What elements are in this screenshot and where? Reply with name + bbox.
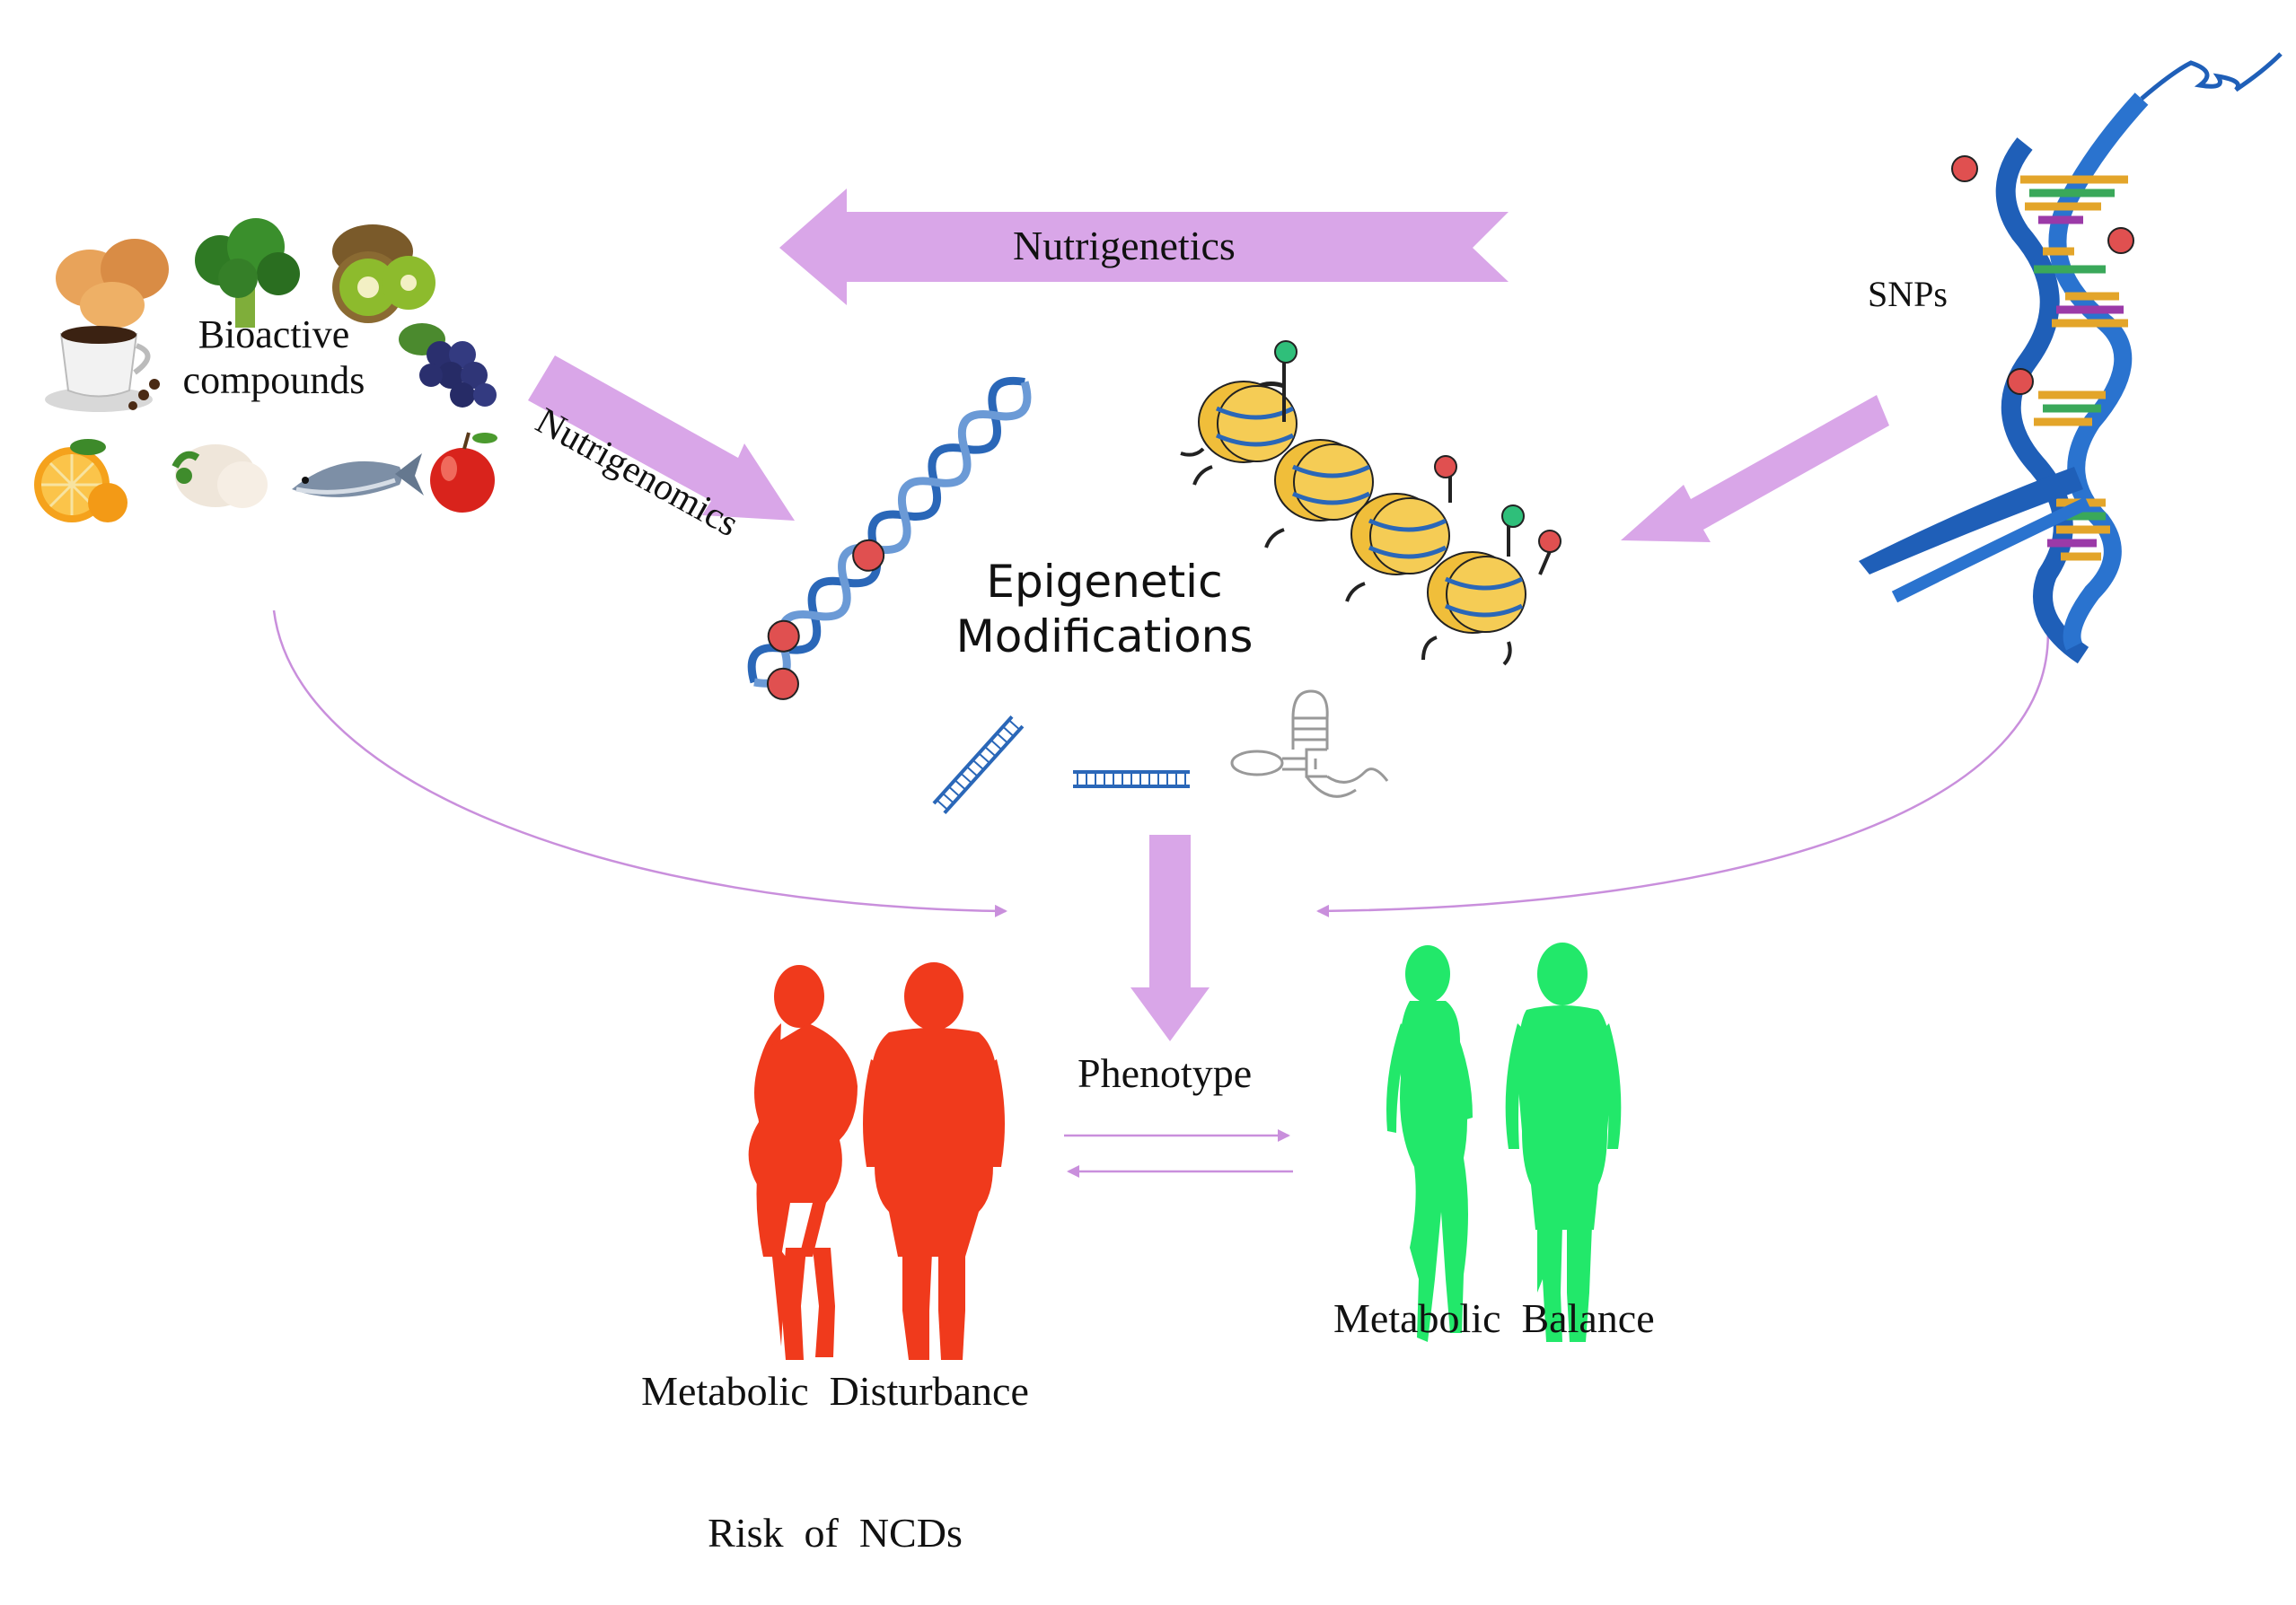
snps-label: SNPs: [1868, 274, 1948, 314]
disturbance-line-1: Metabolic Disturbance: [641, 1367, 1029, 1414]
male-silhouette-disturbance: [863, 962, 1005, 1360]
garlic-icon: [172, 444, 268, 508]
dna-helix-icon: [747, 376, 1032, 700]
epigenetic-modifications-label: Epigenetic Modifications: [916, 555, 1293, 664]
snps-to-phenotype-curve: [1316, 618, 2050, 917]
bioactive-line-1: Bioactive: [198, 312, 350, 356]
bioactive-compounds-label: Bioactive compounds: [157, 312, 391, 403]
coffee-icon: [45, 326, 160, 412]
diagram-canvas: [34, 52, 2283, 1360]
orange-icon: [34, 439, 128, 522]
snps-arrow: [1621, 395, 1889, 542]
bioactive-to-phenotype-curve: [272, 610, 1007, 917]
broccoli-icon: [195, 218, 300, 328]
kiwi-icon: [332, 224, 435, 323]
nutrigenomics-diagram: Bioactive compounds Nutrigenetics Nutrig…: [34, 52, 2283, 1556]
disturbance-line-2: Risk of NCDs: [708, 1510, 963, 1557]
grapes-icon: [399, 323, 497, 408]
nutrigenetics-label: Nutrigenetics: [1013, 223, 1236, 268]
nucleosome-icon: [1180, 340, 1561, 666]
nutrigenetics-arrow: [779, 189, 1509, 305]
metabolic-disturbance-label: Metabolic Disturbance Risk of NCDs: [611, 1273, 1060, 1605]
nutrigenomics-arrow: [528, 355, 795, 521]
female-silhouette-balance: [1386, 945, 1473, 1342]
bioactive-line-2: compounds: [182, 357, 365, 402]
mirna-icon: [932, 689, 1389, 815]
female-silhouette-disturbance: [748, 965, 858, 1360]
phenotype-down-arrow: [1130, 835, 1210, 1041]
epigenetic-line-2: Modifications: [955, 610, 1254, 662]
male-silhouette-balance: [1505, 943, 1622, 1342]
epigenetic-line-1: Epigenetic: [986, 556, 1223, 608]
metabolic-balance-label: Metabolic Balance: [1333, 1295, 1655, 1341]
fish-icon: [292, 453, 424, 497]
eggs-icon: [56, 239, 169, 329]
dna-large-icon: [1859, 52, 2283, 664]
phenotype-label: Phenotype: [1078, 1050, 1253, 1096]
apple-icon: [430, 432, 497, 513]
